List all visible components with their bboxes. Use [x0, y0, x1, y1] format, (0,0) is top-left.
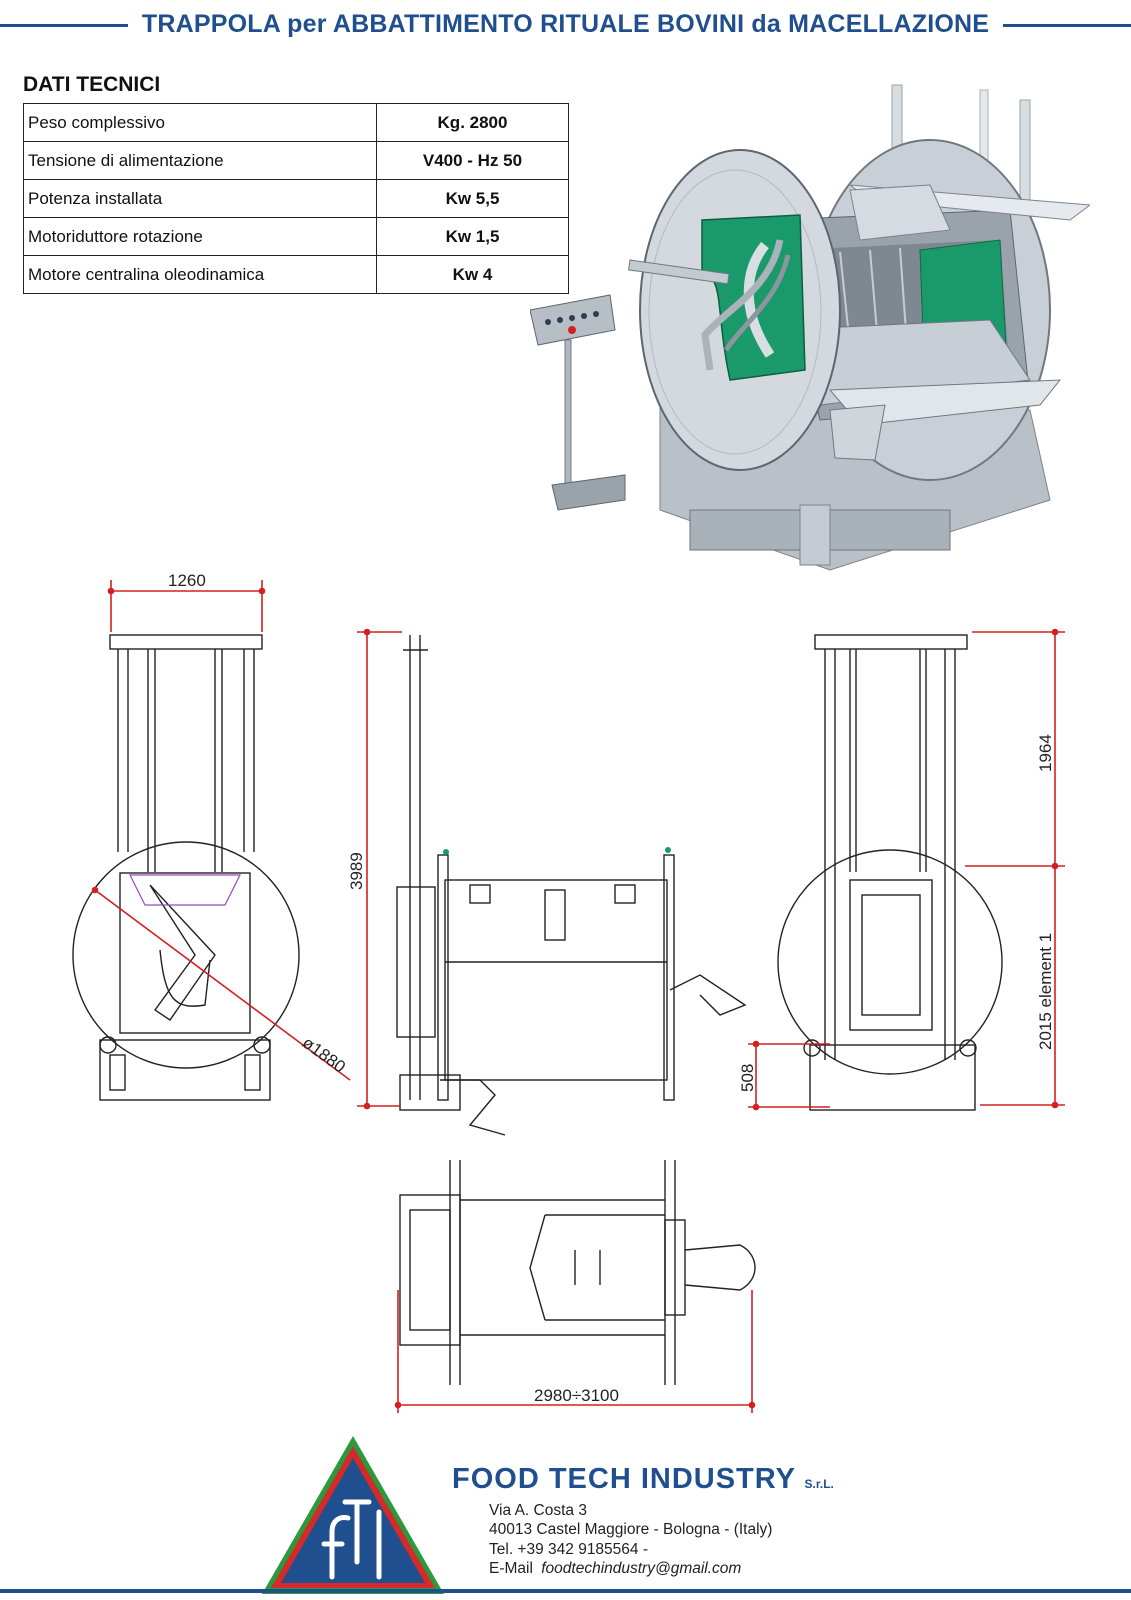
- page-title: TRAPPOLA per ABBATTIMENTO RITUALE BOVINI…: [0, 10, 1131, 39]
- email-label: E-Mail: [489, 1560, 533, 1577]
- company-address: Via A. Costa 3: [489, 1502, 587, 1519]
- company-city: 40013 Castel Maggiore - Bologna - (Italy…: [489, 1521, 773, 1538]
- footer-rule: [0, 1589, 1131, 1593]
- tech-heading: DATI TECNICI: [23, 73, 161, 96]
- dim-height-total: 3989: [347, 852, 366, 890]
- fti-logo: [262, 1436, 444, 1594]
- machine-illustration: [530, 84, 1090, 571]
- company-tel: Tel. +39 342 9185564 -: [489, 1541, 649, 1558]
- company-email-line: E-Mail foodtechindustry@gmail.com: [489, 1560, 741, 1578]
- dim-width: 1260: [168, 571, 206, 590]
- dim-lower-height: 2015 element 1: [1036, 932, 1055, 1050]
- dim-upper-height: 1964: [1036, 734, 1055, 772]
- company-suffix: S.r.L.: [804, 1477, 834, 1491]
- header-rule-right: [946, 24, 1131, 27]
- header-rule-left: [0, 24, 170, 27]
- technical-drawing: [72, 580, 1065, 1413]
- email-link[interactable]: foodtechindustry@gmail.com: [541, 1560, 742, 1577]
- dim-length: 2980÷3100: [534, 1386, 619, 1405]
- company-name: FOOD TECH INDUSTRY S.r.L.: [452, 1463, 834, 1495]
- dim-base-height: 508: [738, 1063, 757, 1092]
